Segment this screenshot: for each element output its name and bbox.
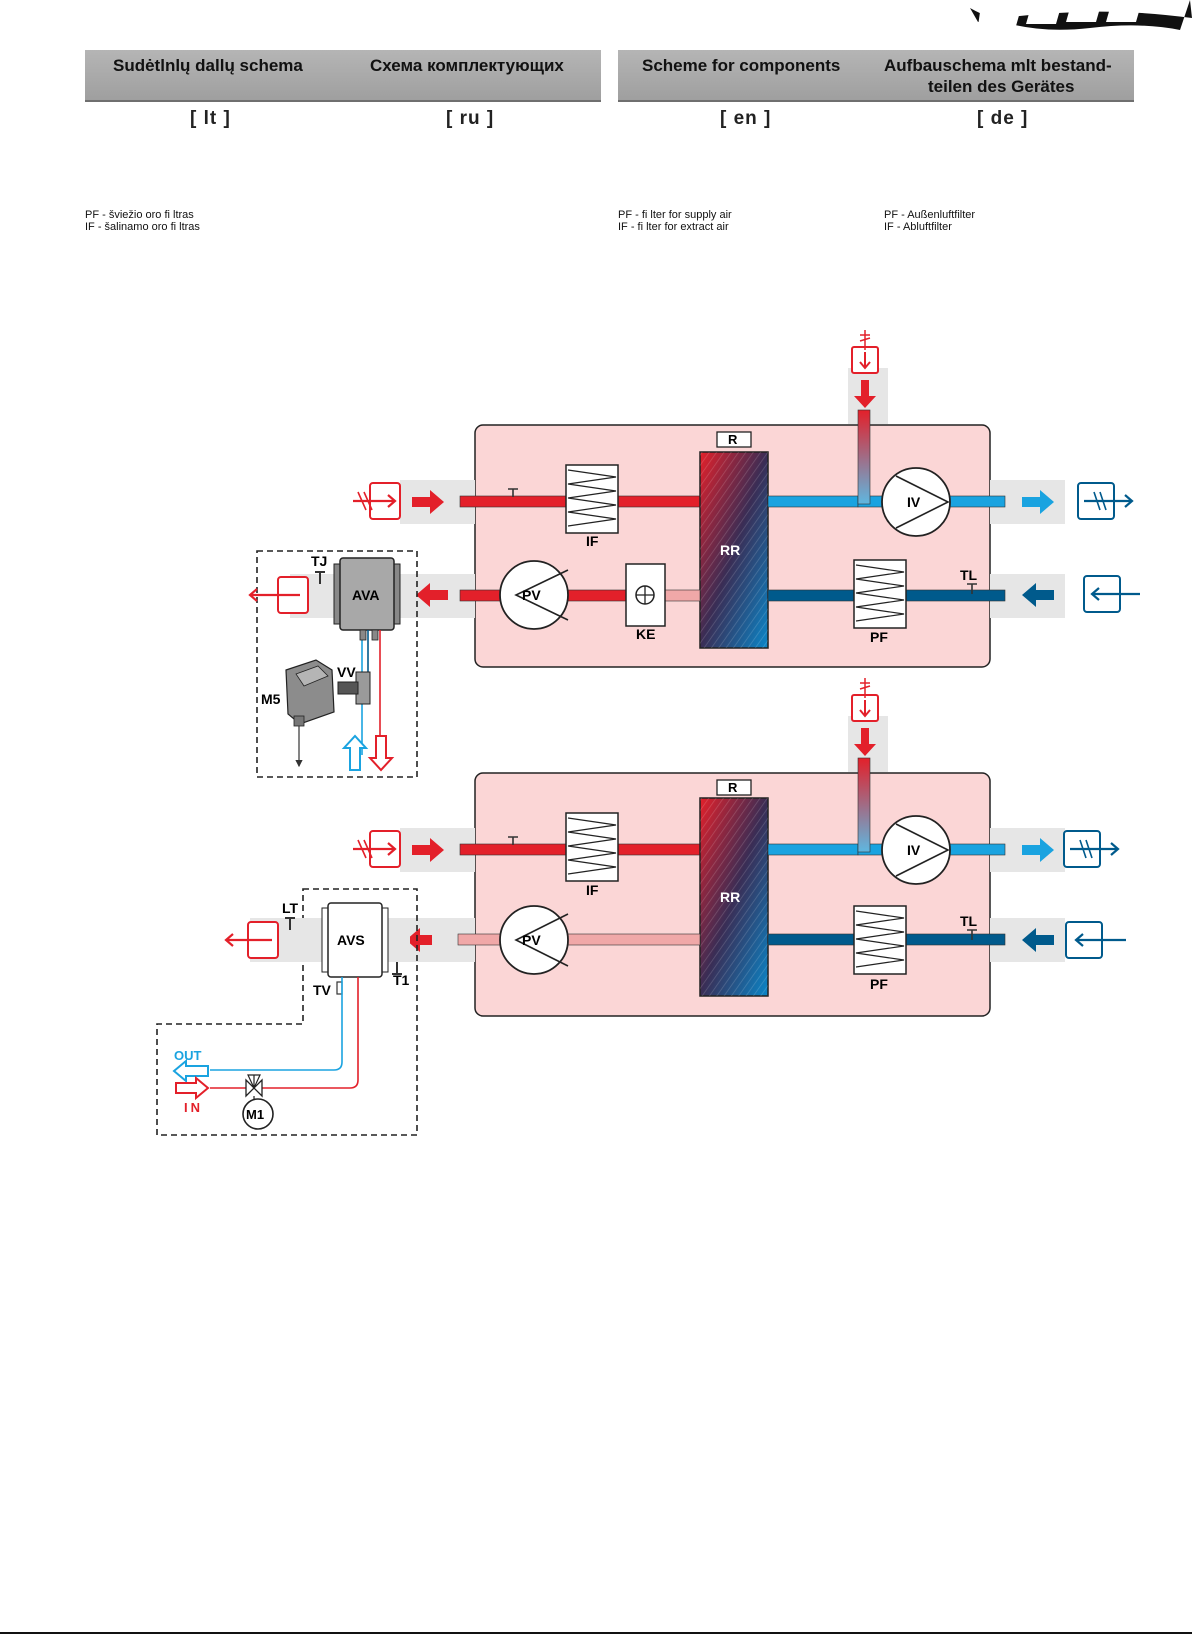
legend-en-if: IF - fi lter for extract air: [618, 221, 729, 233]
top-supply-arrow: [1022, 583, 1054, 607]
top-pv-label: PV: [522, 587, 541, 603]
top-if-filter: [565, 464, 619, 534]
bottom-iv-fan: [881, 815, 951, 885]
legend-de: PF - Außenluftfilter IF - Abluftfilter: [884, 209, 975, 233]
title-en: Scheme for components: [642, 56, 841, 75]
top-pf-filter: [853, 559, 907, 629]
title-de-line1: Aufbauschema mlt bestand-: [884, 56, 1112, 75]
title-de-line2: teilen des Gerätes: [928, 77, 1075, 96]
legend-lt-if: IF - šalinamo oro fi ltras: [85, 221, 200, 233]
top-extract-arrow: [412, 490, 444, 514]
m1-label: M1: [246, 1107, 264, 1122]
out-label: OUT: [174, 1048, 202, 1063]
bottom-rr-label: RR: [720, 889, 740, 905]
page-bottom-rule: [0, 1632, 1192, 1634]
vv-valve: [337, 671, 371, 705]
legend-en: PF - fi lter for supply air IF - fi lter…: [618, 209, 732, 233]
top-rr-label: RR: [720, 542, 740, 558]
top-ke-heater: [625, 563, 666, 627]
top-tl-label: TL: [960, 567, 978, 583]
legend-en-pf: PF - fi lter for supply air: [618, 209, 732, 221]
top-if-label: IF: [586, 533, 599, 549]
ava-label: AVA: [352, 587, 379, 603]
t1-label: T1: [393, 972, 410, 988]
bottom-if-label: IF: [586, 882, 599, 898]
legend-de-if: IF - Abluftfilter: [884, 221, 952, 233]
header-bar-left: Sudėtlnlų dallų schema Схема комплектующ…: [85, 50, 601, 102]
ava-water-out-arrow: [367, 735, 395, 772]
bottom-supply-arrow: [1022, 928, 1054, 952]
top-iv-label: IV: [907, 494, 921, 510]
avs-heater-unit: [321, 902, 389, 978]
legend-lt-pf: PF - šviežio oro fi ltras: [85, 209, 194, 221]
top-exhaust-arrow: [1022, 490, 1054, 514]
top-pv-fan: [499, 560, 569, 630]
ava-heater-unit: [333, 557, 401, 631]
top-iv-fan: [881, 467, 951, 537]
title-lt: Sudėtlnlų dallų schema: [113, 56, 303, 75]
bottom-pf-filter: [853, 905, 907, 975]
bottom-vertical-arrow: [854, 728, 876, 756]
lang-code-ru: [ ru ]: [446, 108, 495, 129]
in-arrow: [175, 1075, 210, 1101]
avs-dashed-frame: [156, 888, 418, 1136]
tv-label: TV: [313, 982, 332, 998]
out-arrow: [172, 1058, 209, 1084]
bottom-tl-label: TL: [960, 913, 978, 929]
legend-lt: PF - šviežio oro fi ltras IF - šalinamo …: [85, 209, 200, 233]
vv-label: VV: [337, 664, 356, 680]
bottom-iv-label: IV: [907, 842, 921, 858]
title-ru: Схема комплектующих: [370, 56, 564, 75]
brand-logo: [970, 0, 1192, 30]
bottom-extract-arrow: [412, 838, 444, 862]
bottom-r-label: R: [728, 780, 738, 795]
ava-water-in-arrow: [341, 734, 369, 771]
header-bar-right: Scheme for components Aufbauschema mlt b…: [618, 50, 1134, 102]
legend-de-pf: PF - Außenluftfilter: [884, 209, 976, 221]
bottom-exhaust-arrow: [1022, 838, 1054, 862]
lt-label: LT: [282, 900, 299, 916]
bottom-pv-label: PV: [522, 932, 541, 948]
top-pf-label: PF: [870, 629, 888, 645]
top-unit: IF R RR IV PV: [248, 330, 1140, 778]
top-r-label: R: [728, 432, 738, 447]
lang-code-lt: [ lt ]: [190, 108, 231, 129]
bottom-pf-label: PF: [870, 976, 888, 992]
m1-valve: [242, 1074, 274, 1130]
in-label: IN: [184, 1100, 203, 1115]
bottom-unit: IF R RR IV PV PF TL: [156, 678, 1126, 1136]
bottom-supply-out-arrow: [406, 928, 432, 952]
top-vertical-arrow: [854, 380, 876, 408]
m5-actuator: [285, 659, 335, 768]
bottom-pv-fan: [499, 905, 569, 975]
tj-label: TJ: [311, 553, 327, 569]
avs-label: AVS: [337, 932, 365, 948]
top-ke-label: KE: [636, 626, 655, 642]
bottom-if-filter: [565, 812, 619, 882]
top-supply-out-arrow: [416, 583, 448, 607]
m5-label: M5: [261, 691, 281, 707]
lang-code-de: [ de ]: [977, 108, 1029, 129]
lang-code-en: [ en ]: [720, 108, 772, 129]
ava-dashed-frame: [256, 550, 418, 778]
